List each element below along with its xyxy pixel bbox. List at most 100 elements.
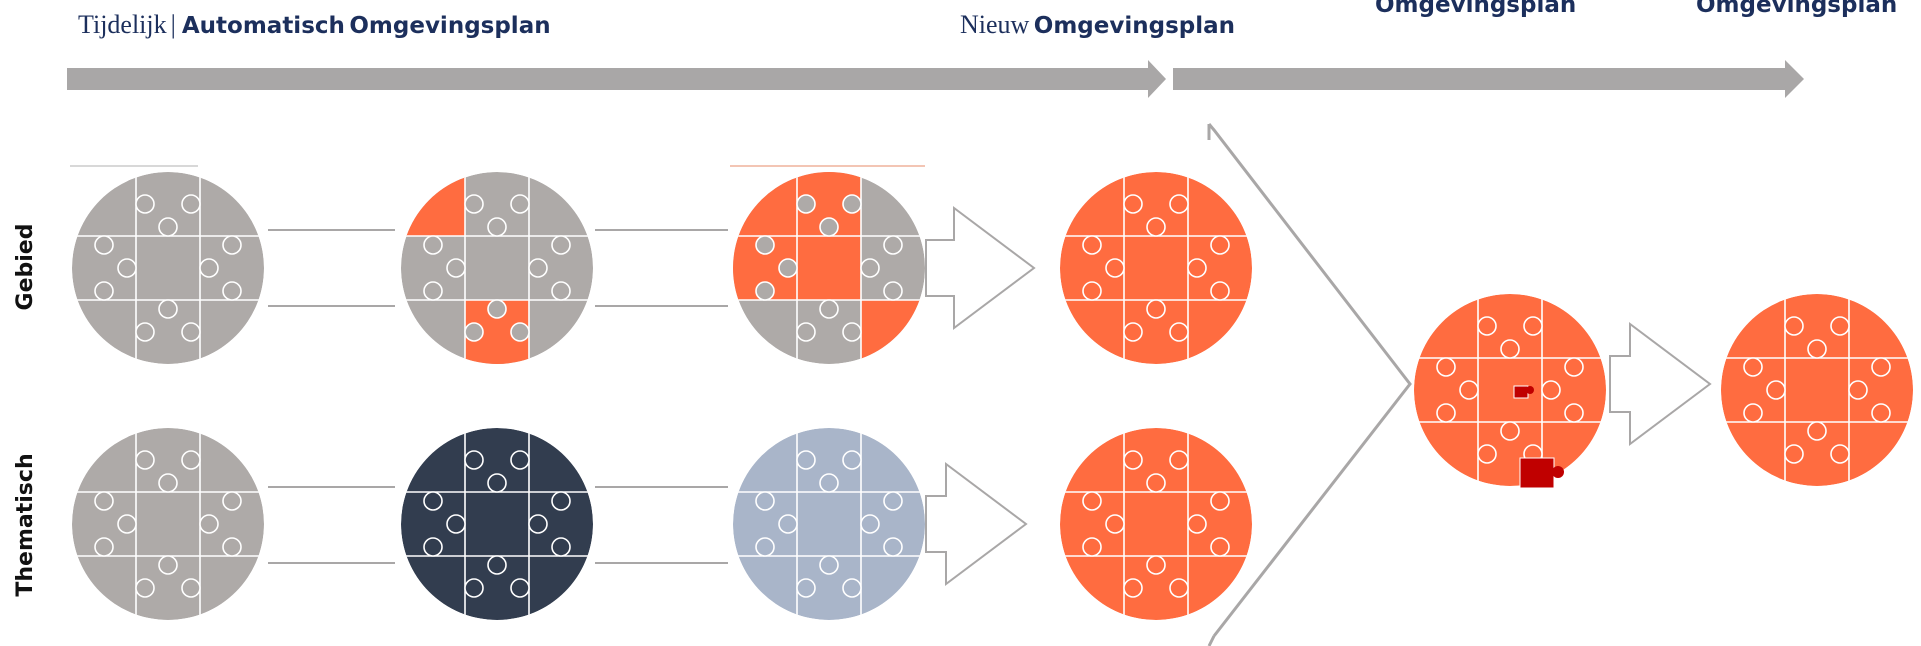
puzzle-theme-1-clip xyxy=(72,428,264,620)
puzzle-final-knob-10 xyxy=(1807,421,1827,441)
puzzle-final-knob-11 xyxy=(1871,403,1891,423)
puzzle-area-3-knob-5 xyxy=(842,322,862,342)
puzzle-area-2-knob-10 xyxy=(487,299,507,319)
puzzle-area-1-knob-2 xyxy=(117,258,137,278)
puzzle-theme-3-knob-2 xyxy=(778,514,798,534)
timeline-arrow-1 xyxy=(67,60,1166,98)
puzzle-area-3-knob-3 xyxy=(860,258,880,278)
puzzle-area-2-knob-0 xyxy=(464,194,484,214)
puzzle-area-4-knob-1 xyxy=(1169,194,1189,214)
timeline xyxy=(67,60,1804,98)
puzzle-merged-knob-10 xyxy=(1500,421,1520,441)
puzzle-area-3-knob-7 xyxy=(819,217,839,237)
puzzle-area-3-knob-11 xyxy=(883,281,903,301)
puzzle-final-knob-0 xyxy=(1784,316,1804,336)
puzzle-theme-1-knob-8 xyxy=(222,491,242,511)
puzzle-area-3 xyxy=(733,172,925,364)
phase-new-title: Omgevingsplan xyxy=(1033,13,1236,39)
puzzle-theme-2-knob-2 xyxy=(446,514,466,534)
phase-three-title: Omgevingsplan xyxy=(1375,0,1577,18)
puzzle-area-4-knob-8 xyxy=(1210,235,1230,255)
puzzle-theme-4-knob-11 xyxy=(1210,537,1230,557)
puzzle-area-1-knob-8 xyxy=(222,235,242,255)
puzzle-area-3-clip xyxy=(733,172,925,364)
puzzle-theme-2-base xyxy=(401,428,593,620)
puzzle-theme-1-knob-7 xyxy=(158,473,178,493)
puzzle-area-4-base xyxy=(1060,172,1252,364)
puzzle-theme-1-knob-9 xyxy=(94,537,114,557)
puzzle-theme-3-knob-7 xyxy=(819,473,839,493)
puzzle-theme-1-knob-2 xyxy=(117,514,137,534)
puzzle-area-4-knob-4 xyxy=(1123,322,1143,342)
puzzle-final xyxy=(1721,294,1913,486)
puzzle-area-1-knob-3 xyxy=(199,258,219,278)
puzzle-merged xyxy=(1414,294,1606,489)
puzzle-merged-knob-2 xyxy=(1459,380,1479,400)
puzzle-theme-1 xyxy=(72,428,264,620)
puzzle-area-4-knob-10 xyxy=(1146,299,1166,319)
puzzle-area-4-knob-2 xyxy=(1105,258,1125,278)
puzzle-theme-1-base xyxy=(72,428,264,620)
puzzle-theme-3-clip xyxy=(733,428,925,620)
phase-heading-three: Omgevingsplan xyxy=(1375,0,1576,17)
puzzle-theme-3-knob-5 xyxy=(842,578,862,598)
puzzle-area-3-knob-2 xyxy=(778,258,798,278)
puzzle-area-3-cell-top-left xyxy=(733,172,797,236)
puzzle-merged-knob-11 xyxy=(1564,403,1584,423)
puzzle-theme-4-base xyxy=(1060,428,1252,620)
puzzle-final-knob-3 xyxy=(1848,380,1868,400)
puzzle-theme-2-knob-8 xyxy=(551,491,571,511)
puzzle-theme-1-knob-10 xyxy=(158,555,178,575)
puzzle-merged-accent-1 xyxy=(1513,385,1529,399)
puzzle-theme-2-knob-5 xyxy=(510,578,530,598)
puzzle-area-1-knob-6 xyxy=(94,235,114,255)
phase-heading-new: Nieuw Omgevingsplan xyxy=(960,12,1235,38)
phase-new-light: Nieuw xyxy=(960,10,1030,39)
puzzle-theme-1-knob-11 xyxy=(222,537,242,557)
puzzle-final-base xyxy=(1721,294,1913,486)
puzzle-area-4-knob-3 xyxy=(1187,258,1207,278)
puzzle-area-2-clip xyxy=(401,172,593,364)
puzzle-area-4 xyxy=(1060,172,1252,364)
puzzle-area-3-knob-9 xyxy=(755,281,775,301)
puzzle-area-2 xyxy=(401,172,593,364)
puzzle-final-knob-8 xyxy=(1871,357,1891,377)
puzzle-theme-3-knob-4 xyxy=(796,578,816,598)
puzzle-theme-2-knob-6 xyxy=(423,491,443,511)
phase-heading-four: Omgevingsplan xyxy=(1696,0,1897,17)
puzzle-area-3-cell-bottom-right xyxy=(861,300,925,364)
puzzle-theme-4-knob-10 xyxy=(1146,555,1166,575)
puzzle-theme-3 xyxy=(733,428,925,620)
phase-temporary-light: Tijdelijk xyxy=(78,10,167,39)
timeline-arrow-2 xyxy=(1173,60,1804,98)
puzzle-area-4-knob-6 xyxy=(1082,235,1102,255)
puzzle-theme-1-knob-4 xyxy=(135,578,155,598)
puzzle-area-1-clip xyxy=(72,172,264,364)
puzzle-merged-knob-8 xyxy=(1564,357,1584,377)
puzzle-theme-2-knob-7 xyxy=(487,473,507,493)
phase-heading-temporary: Tijdelijk|Automatisch Omgevingsplan xyxy=(78,12,551,38)
puzzle-area-4-knob-11 xyxy=(1210,281,1230,301)
puzzle-area-4-knob-5 xyxy=(1169,322,1189,342)
puzzle-final-knob-9 xyxy=(1743,403,1763,423)
puzzle-area-1-knob-11 xyxy=(222,281,242,301)
puzzle-theme-2-knob-4 xyxy=(464,578,484,598)
puzzle-theme-4-knob-1 xyxy=(1169,450,1189,470)
puzzle-final-knob-5 xyxy=(1830,444,1850,464)
puzzle-theme-4 xyxy=(1060,428,1252,620)
puzzle-theme-3-knob-10 xyxy=(819,555,839,575)
puzzle-theme-4-knob-3 xyxy=(1187,514,1207,534)
puzzle-theme-4-knob-0 xyxy=(1123,450,1143,470)
puzzle-merged-knob-7 xyxy=(1500,339,1520,359)
puzzle-area-2-knob-1 xyxy=(510,194,530,214)
puzzle-theme-2-knob-11 xyxy=(551,537,571,557)
puzzle-merged-accent-1-knob xyxy=(1526,386,1534,394)
puzzle-theme-3-knob-11 xyxy=(883,537,903,557)
puzzle-theme-3-knob-6 xyxy=(755,491,775,511)
puzzle-area-4-knob-9 xyxy=(1082,281,1102,301)
puzzle-area-2-knob-9 xyxy=(423,281,443,301)
merge-chevron xyxy=(1207,123,1412,646)
puzzle-area-2-knob-3 xyxy=(528,258,548,278)
puzzles xyxy=(72,172,1913,620)
